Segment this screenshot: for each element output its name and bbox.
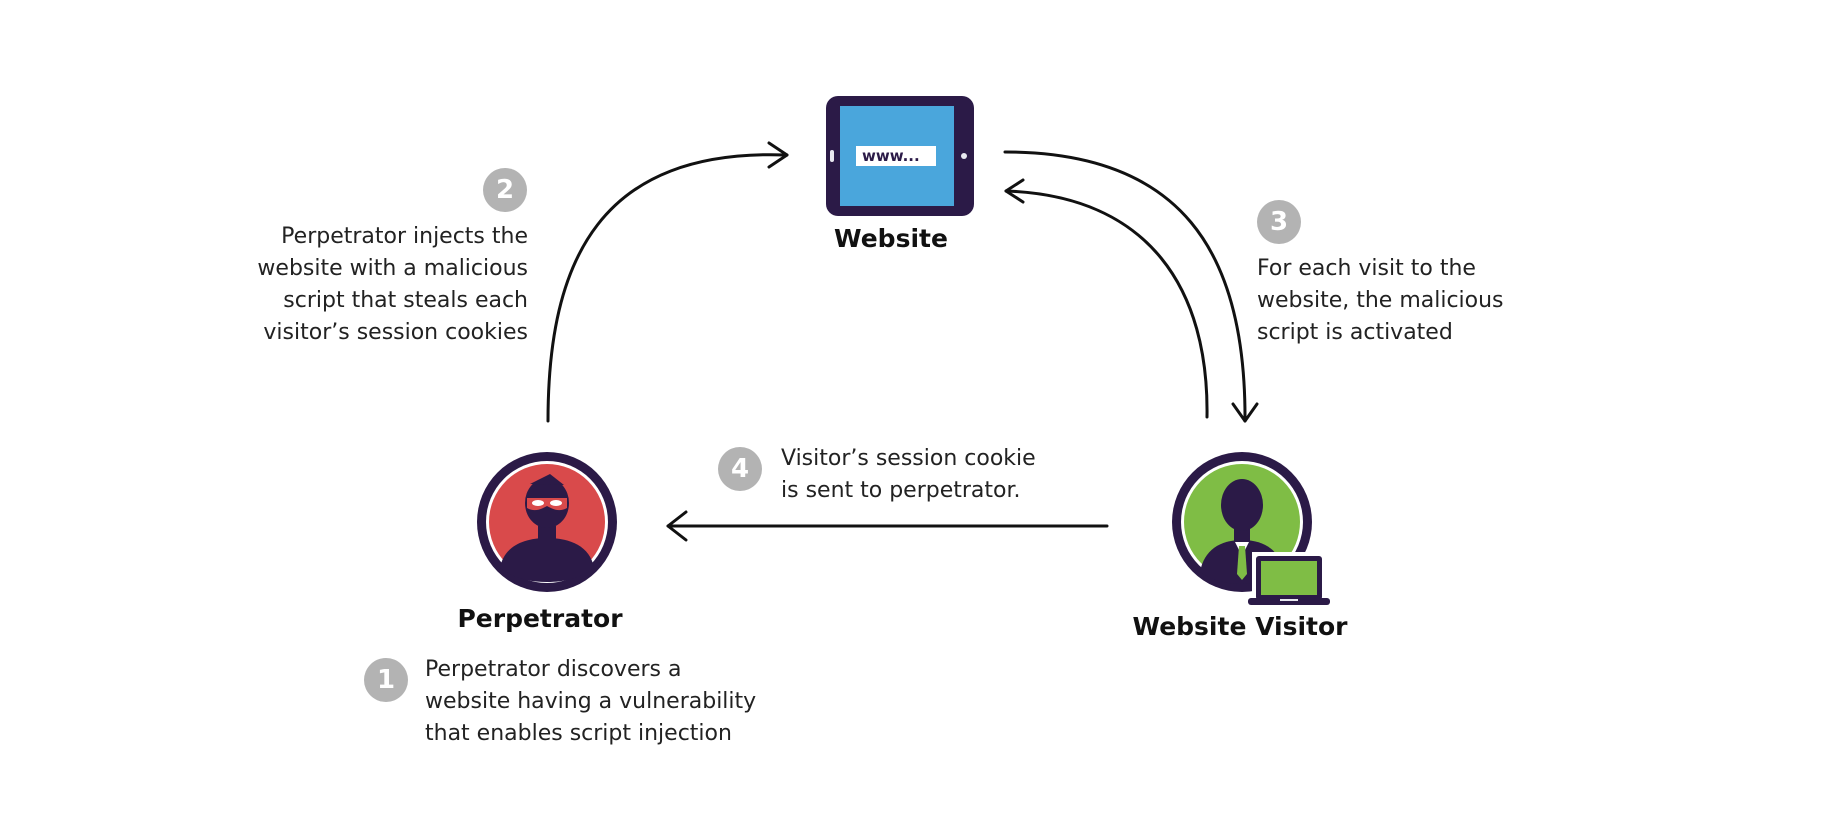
website-label: Website: [834, 224, 948, 253]
step-3-number: 3: [1269, 207, 1289, 237]
step-4-description: Visitor’s session cookie is sent to perp…: [781, 443, 1036, 507]
step-3-description: For each visit to the website, the malic…: [1257, 253, 1504, 349]
step-3-line: website, the malicious: [1257, 288, 1504, 313]
step-2-description: Perpetrator injects the website with a m…: [257, 221, 528, 349]
perpetrator-label: Perpetrator: [457, 604, 623, 633]
arrowhead-perpetrator-to-website: [767, 141, 789, 169]
step-1-line: Perpetrator discovers a: [425, 657, 682, 682]
arrowhead-visitor-to-website: [1004, 178, 1025, 204]
step-3-line: script is activated: [1257, 320, 1453, 345]
step-2-badge-circle: [483, 168, 527, 212]
step-1-line: website having a vulnerability: [425, 689, 757, 714]
arrow-website-to-visitor: [1003, 150, 1247, 423]
step-1-description: Perpetrator discovers a website having a…: [425, 654, 756, 750]
website-url-text: www...: [862, 147, 920, 165]
step-4-number: 4: [730, 454, 750, 484]
step-2-line: Perpetrator injects the: [281, 224, 528, 249]
step-2-line: website with a malicious: [257, 256, 528, 281]
masked-person-icon: [477, 452, 617, 592]
step-4-line: is sent to perpetrator.: [781, 478, 1021, 503]
arrow-perpetrator-to-website: [546, 153, 789, 423]
step-3-badge-circle: [1257, 200, 1301, 244]
businessman-laptop-icon: [1172, 452, 1330, 606]
arrowhead-website-to-visitor: [1231, 402, 1259, 423]
flow-arrows: [546, 141, 1259, 542]
step-2-line: script that steals each: [283, 288, 528, 313]
step-4-line: Visitor’s session cookie: [781, 446, 1036, 471]
step-1-line: that enables script injection: [425, 721, 732, 746]
step-4-badge-circle: [718, 447, 762, 491]
arrowhead-visitor-to-perpetrator: [666, 510, 688, 542]
step-3-line: For each visit to the: [1257, 256, 1476, 281]
arrow-visitor-to-website: [1004, 189, 1209, 419]
visitor-label: Website Visitor: [1132, 612, 1348, 641]
step-1-number: 1: [376, 665, 396, 695]
step-1-badge-circle: [364, 658, 408, 702]
step-2-line: visitor’s session cookies: [263, 320, 528, 345]
step-2-number: 2: [495, 175, 515, 205]
step-badges: [364, 168, 1301, 702]
tablet-icon: www...: [826, 96, 974, 216]
